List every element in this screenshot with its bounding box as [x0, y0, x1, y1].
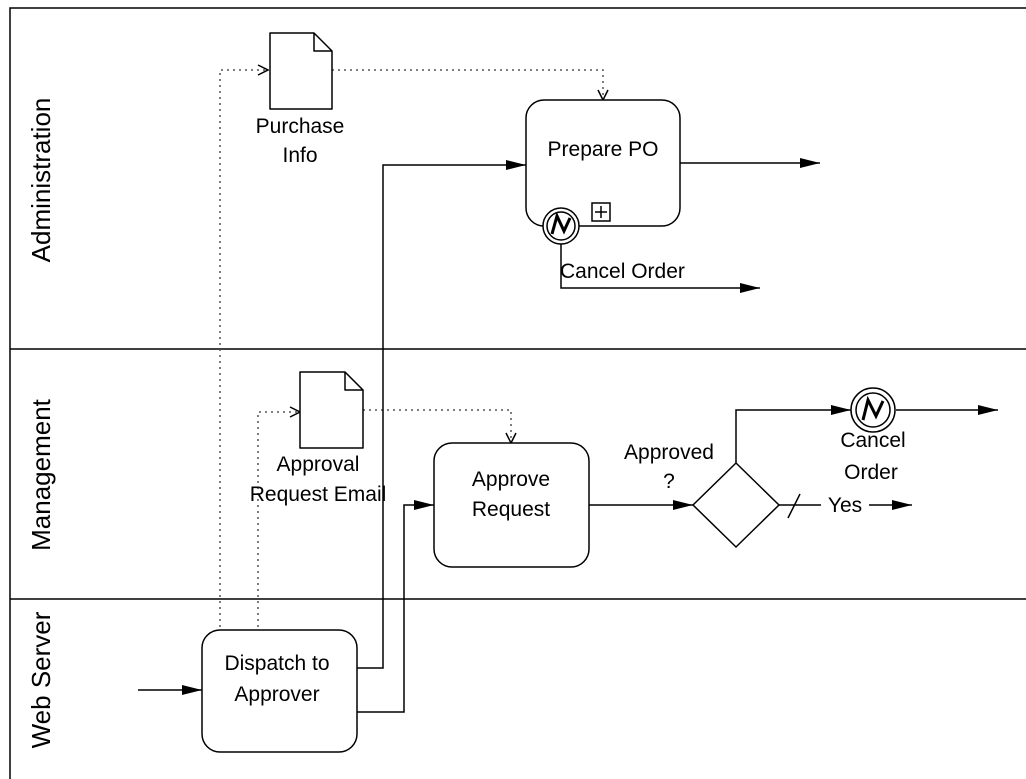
purchase-info-label-line1: Purchase [256, 115, 345, 138]
lane-label-administration: Administration [26, 98, 56, 263]
task-dispatch-label-line1: Dispatch to [224, 652, 329, 675]
flow-gateway-to-cancel [735, 405, 851, 463]
gateway-label-line1: Approved [624, 441, 714, 464]
gateway-approved[interactable] [691, 461, 781, 549]
lane-label-management: Management [26, 398, 56, 551]
gateway-label-line2: ? [663, 470, 675, 493]
task-approve-request-label-line2: Request [472, 498, 550, 521]
cancel-order-admin-label: Cancel Order [560, 260, 685, 283]
error-event-icon-management[interactable] [850, 387, 896, 433]
task-approve-request-label-line1: Approve [472, 468, 550, 491]
document-icon-approval-email [299, 371, 364, 449]
task-approve-request[interactable] [433, 442, 590, 568]
approval-email-label-line2: Request Email [250, 483, 387, 506]
flow-cancel-order-admin [560, 244, 760, 293]
association-purchase-info-to-prepare-po [332, 69, 603, 100]
flow-dispatch-to-approve-request [357, 500, 434, 713]
document-icon-purchase-info [269, 32, 333, 110]
default-flow-marker [787, 493, 801, 519]
lane-label-web-server: Web Server [26, 611, 56, 748]
subprocess-expand-plus [595, 206, 607, 218]
gateway-yes-label: Yes [828, 494, 862, 517]
association-email-to-approve-request [363, 409, 511, 443]
task-prepare-po[interactable] [525, 99, 681, 227]
cancel-order-management-label-line1: Cancel [840, 429, 905, 452]
approval-email-label-line1: Approval [277, 453, 360, 476]
purchase-info-label-line2: Info [282, 144, 317, 167]
task-prepare-po-label: Prepare PO [548, 138, 659, 161]
task-dispatch-label-line2: Approver [234, 683, 319, 706]
task-dispatch-to-approver[interactable] [201, 629, 358, 753]
flow-dispatch-to-prepare-po [357, 160, 526, 669]
cancel-order-management-label-line2: Order [844, 461, 898, 484]
pool-border [9, 7, 1026, 779]
error-event-icon-admin[interactable] [542, 207, 580, 245]
association-dispatch-to-purchase-info [219, 70, 268, 633]
association-dispatch-to-email [257, 412, 300, 633]
